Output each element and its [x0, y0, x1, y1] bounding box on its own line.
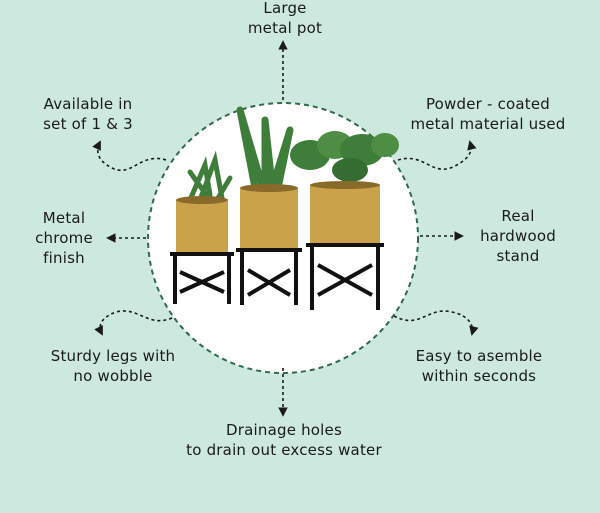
feature-sturdy-legs: Sturdy legs with no wobble — [50, 347, 176, 385]
feature-powder-coated: Powder - coated metal material used — [410, 95, 566, 133]
connector-top-left — [92, 140, 167, 171]
feature-large-metal-pot: Large metal pot — [247, 0, 323, 37]
connector-bottom-right — [393, 310, 479, 336]
feature-drainage-holes: Drainage holes to drain out excess water — [186, 421, 382, 459]
planter-set-image — [170, 106, 399, 310]
connectors — [92, 40, 479, 417]
connector-bottom-left — [94, 310, 173, 336]
medium-planter — [236, 106, 302, 305]
feature-hardwood-stand: Real hardwood stand — [480, 207, 556, 265]
feature-set-of-1-and-3: Available in set of 1 & 3 — [43, 95, 133, 133]
feature-chrome-finish: Metal chrome finish — [35, 209, 93, 267]
feature-easy-assembly: Easy to asemble within seconds — [415, 347, 543, 385]
large-planter — [290, 131, 399, 310]
connector-top-right — [397, 140, 477, 171]
small-planter — [170, 150, 234, 304]
